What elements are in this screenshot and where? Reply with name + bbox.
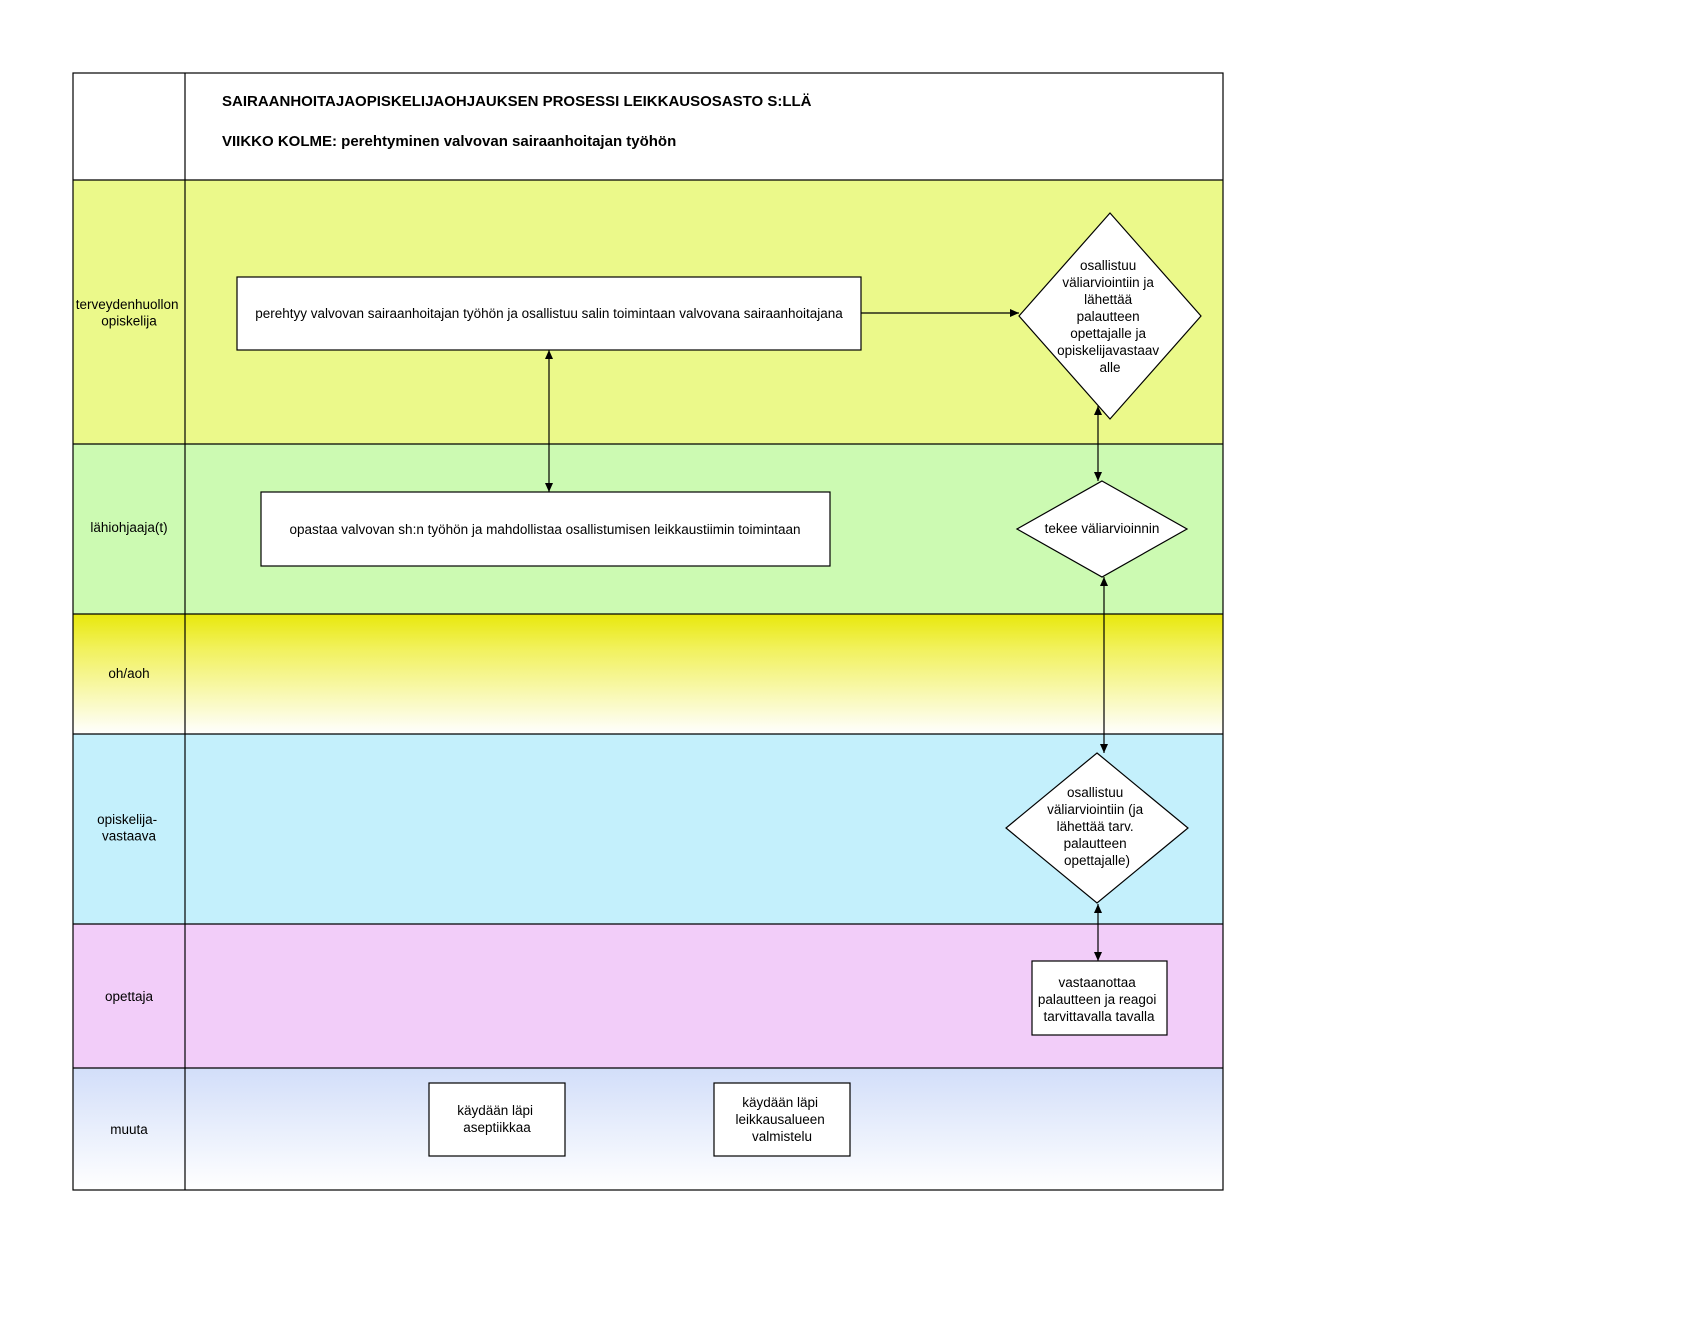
diagram-title: SAIRAANHOITAJAOPISKELIJAOHJAUKSEN PROSES… [222, 93, 812, 110]
connectors [545, 309, 1108, 961]
node-responsible-eval: osallistuu väliarviointiin (ja lähettää … [1005, 752, 1189, 904]
svg-text:opastaa valvovan sh:n työhön j: opastaa valvovan sh:n työhön ja mahdolli… [289, 522, 800, 537]
diagram-subtitle: VIIKKO KOLME: perehtyminen valvovan sair… [222, 133, 676, 150]
node-other-prep: käydään läpi leikkausalueen valmistelu [713, 1082, 851, 1157]
lane-label-responsible: opiskelija- vastaava [97, 812, 161, 844]
svg-text:tekee väliarvioinnin: tekee väliarvioinnin [1045, 521, 1160, 536]
lane-label-teacher: opettaja [105, 989, 154, 1004]
swimlane-grid [72, 72, 1224, 1191]
node-mentor-task: opastaa valvovan sh:n työhön ja mahdolli… [260, 491, 831, 567]
node-other-asepsis: käydään läpi aseptiikkaa [428, 1082, 566, 1157]
svg-text:perehtyy valvovan sairaanhoita: perehtyy valvovan sairaanhoitajan työhön… [255, 306, 843, 321]
svg-text:vastaanottaa palautteen: vastaanottaa palautteen ja reagoi tarvit… [1038, 975, 1160, 1024]
lane-label-other: muuta [110, 1122, 148, 1137]
lane-label-student: terveydenhuollon opiskelija [76, 297, 183, 329]
svg-text:käydään läpi aseptiikkaa: käydään läpi aseptiikkaa [457, 1103, 537, 1135]
lane-label-mentor: lähiohjaaja(t) [90, 520, 167, 535]
node-student-feedback: osallistuu väliarviointiin ja lähettää p… [1018, 212, 1202, 420]
lane-label-ohaoh: oh/aoh [108, 666, 149, 681]
node-mentor-eval: tekee väliarvioinnin [1015, 480, 1189, 578]
svg-text:osallistuu väliarviointi: osallistuu väliarviointiin (ja lähettää … [1047, 785, 1147, 868]
lane-ohaoh-bg [73, 614, 1223, 734]
lane-teacher-bg [73, 924, 1223, 1068]
node-teacher-task: vastaanottaa palautteen ja reagoi tarvit… [1031, 960, 1168, 1036]
svg-text:käydään läpi leikkausalu: käydään läpi leikkausalueen valmistelu [735, 1095, 828, 1144]
node-student-task: perehtyy valvovan sairaanhoitajan työhön… [236, 276, 862, 351]
svg-text:osallistuu väliarviointi: osallistuu väliarviointiin ja lähettää p… [1057, 258, 1163, 375]
lane-other-bg [73, 1068, 1223, 1190]
